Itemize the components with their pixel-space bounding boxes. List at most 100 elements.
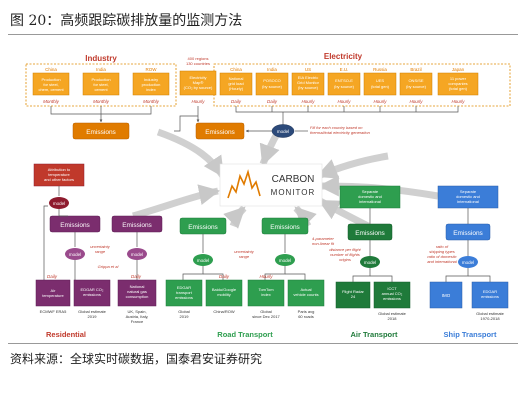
svg-text:2019: 2019 xyxy=(180,314,190,319)
electricity-fill-note-2: thermal/total electricity generation xyxy=(310,130,371,135)
svg-text:(by source): (by source) xyxy=(262,84,283,89)
road-label: Road Transport xyxy=(217,330,273,339)
svg-text:(by source): (by source) xyxy=(334,84,355,89)
ship-connectors xyxy=(445,208,491,282)
road-param-note-2: non-linear fit xyxy=(312,241,335,246)
electricity-fill-note-1: Fill for each country based on xyxy=(310,125,363,130)
svg-text:ROW: ROW xyxy=(146,67,158,72)
svg-text:Austria, Italy,: Austria, Italy, xyxy=(126,314,149,319)
svg-text:since Dec 2017: since Dec 2017 xyxy=(252,314,280,319)
svg-text:model: model xyxy=(69,252,81,257)
svg-text:TomTom: TomTom xyxy=(258,287,274,292)
electricity-col-brazil: Brazil ONS/SE (by source) Hourly xyxy=(399,67,433,104)
svg-text:Daily: Daily xyxy=(219,274,230,279)
svg-text:index: index xyxy=(146,87,156,92)
svg-text:(by source): (by source) xyxy=(298,85,319,90)
svg-text:model: model xyxy=(197,258,209,263)
svg-text:Paris avg: Paris avg xyxy=(298,309,315,314)
svg-text:Monthly: Monthly xyxy=(93,99,110,104)
bottom-divider xyxy=(8,343,518,344)
air-connectors xyxy=(352,208,393,282)
svg-text:model: model xyxy=(462,260,474,265)
svg-text:Hourly: Hourly xyxy=(337,99,351,104)
residential-source-air-temperature: Daily Air temperature ECMWF ERA5 xyxy=(35,274,71,314)
svg-text:China: China xyxy=(45,67,57,72)
svg-text:Attribution to: Attribution to xyxy=(48,167,71,172)
logo-word-monitor: MONITOR xyxy=(271,188,316,197)
svg-text:(CO₂ by source): (CO₂ by source) xyxy=(184,85,213,90)
svg-text:(by source): (by source) xyxy=(406,84,427,89)
svg-text:grid load: grid load xyxy=(228,81,243,86)
svg-text:model: model xyxy=(279,258,291,263)
svg-text:natural gas: natural gas xyxy=(127,289,147,294)
industry-col-india: India Production for steel, cement Month… xyxy=(82,67,120,104)
electricity-connectors xyxy=(174,106,459,133)
electricity-col-japan: Japan 11 power companies (total gen) Hou… xyxy=(437,67,479,104)
electricity-model-node xyxy=(271,124,295,138)
svg-text:EDGAR: EDGAR xyxy=(177,285,191,290)
electricity-col-russia: Russia UES (total gen) Hourly xyxy=(363,67,397,104)
svg-text:temperature: temperature xyxy=(42,293,64,298)
residential-gripps-note: Grippa et al xyxy=(98,264,119,269)
svg-text:index: index xyxy=(261,292,271,297)
svg-text:and other factors: and other factors xyxy=(44,177,74,182)
ship-source-edgar: EDGAR emissions Global estimate 1970-201… xyxy=(471,281,509,321)
industry-source-box xyxy=(32,72,70,96)
svg-text:Air: Air xyxy=(51,288,57,293)
svg-text:emissions: emissions xyxy=(481,294,499,299)
electricity-note-1: 400 regions xyxy=(188,56,209,61)
industry-connectors xyxy=(50,106,152,123)
svg-text:consumption: consumption xyxy=(126,294,149,299)
svg-text:Electricity: Electricity xyxy=(189,75,206,80)
svg-text:annual CO₂: annual CO₂ xyxy=(382,291,403,296)
svg-text:Map®: Map® xyxy=(193,80,204,85)
svg-text:mobility: mobility xyxy=(217,292,231,297)
svg-text:(Hourly): (Hourly) xyxy=(229,86,244,91)
svg-text:Separate: Separate xyxy=(362,189,379,194)
road-param-note-1: 4-parameter xyxy=(312,236,334,241)
electricity-col-india: India POSOCO (by source) Daily xyxy=(255,67,289,104)
svg-text:Emissions: Emissions xyxy=(122,222,152,229)
industry-heading: Industry xyxy=(85,54,117,63)
svg-text:Global estimate: Global estimate xyxy=(476,311,505,316)
svg-text:ECMWF ERA5: ECMWF ERA5 xyxy=(40,309,67,314)
road-source-edgar: EDGAR transport emissions Global 2019 xyxy=(165,279,203,319)
svg-text:Hourly: Hourly xyxy=(409,99,423,104)
svg-text:(total gen): (total gen) xyxy=(449,86,468,91)
residential-model-node-top xyxy=(49,197,69,209)
svg-text:EDGAR CO₂: EDGAR CO₂ xyxy=(81,287,104,292)
ship-source-imo: IMO xyxy=(429,281,463,309)
svg-text:India: India xyxy=(96,67,106,72)
svg-text:National: National xyxy=(229,76,244,81)
industry-col-china: China Production for steel, chem, cement… xyxy=(32,67,70,104)
road-model-node-left xyxy=(193,254,213,266)
logo-word-carbon: CARBON xyxy=(272,174,315,185)
svg-text:emissions: emissions xyxy=(383,296,401,301)
svg-text:Baidu/Google: Baidu/Google xyxy=(212,287,237,292)
svg-text:companies: companies xyxy=(448,81,467,86)
industry-source-box xyxy=(132,72,170,96)
svg-text:for steel,: for steel, xyxy=(43,82,58,87)
ship-label: Ship Transport xyxy=(444,330,497,339)
svg-text:international: international xyxy=(359,199,381,204)
svg-text:UK, Spain,: UK, Spain, xyxy=(127,309,146,314)
residential-uncertainty-2: range xyxy=(95,249,106,254)
svg-text:Daily: Daily xyxy=(47,274,58,279)
svg-text:Emissions: Emissions xyxy=(355,230,385,237)
svg-text:international: international xyxy=(457,199,479,204)
svg-text:ICCT: ICCT xyxy=(387,286,397,291)
air-note-1: distance per flight xyxy=(329,247,361,252)
svg-text:Flight Radar: Flight Radar xyxy=(342,289,364,294)
svg-text:transport: transport xyxy=(176,290,193,295)
svg-text:China/ROW: China/ROW xyxy=(213,309,235,314)
ship-model-node xyxy=(458,256,478,268)
svg-text:Hourly: Hourly xyxy=(451,99,465,104)
svg-text:China: China xyxy=(230,67,242,72)
electricity-col-china: China National grid load (Hourly) Daily xyxy=(219,67,253,104)
svg-text:ONS/SE: ONS/SE xyxy=(408,78,423,83)
svg-text:India: India xyxy=(267,67,277,72)
road-uncertainty-1: uncertainty xyxy=(234,249,255,254)
air-note-2: number of flights xyxy=(330,252,360,257)
carbon-monitor-diagram: Industry China Production for steel, che… xyxy=(25,52,511,339)
svg-text:Emissions: Emissions xyxy=(453,230,483,237)
